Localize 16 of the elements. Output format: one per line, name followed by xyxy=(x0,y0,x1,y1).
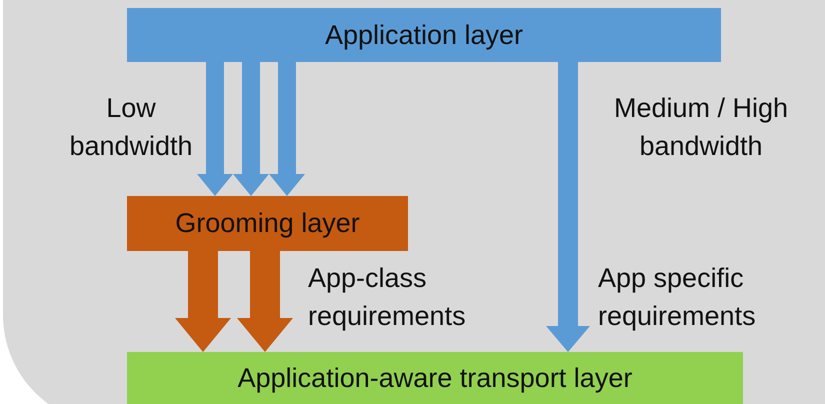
layer-box xyxy=(127,352,743,404)
arrow xyxy=(233,62,269,196)
layer-box xyxy=(127,196,408,251)
arrow xyxy=(546,62,590,352)
arrow xyxy=(197,62,233,196)
arrow xyxy=(237,251,293,352)
flow-label: App specific requirements xyxy=(598,262,757,333)
layer-label: Application-aware transport layer xyxy=(238,362,632,394)
layer-label: Grooming layer xyxy=(175,208,360,239)
layer-label: Application layer xyxy=(324,20,524,50)
flow-label: Low bandwidth xyxy=(68,92,194,163)
flow-label: Medium / High bandwidth xyxy=(612,92,790,163)
flow-label: App-class requirements xyxy=(308,262,467,333)
layer-box xyxy=(127,8,721,62)
arrow xyxy=(269,62,305,196)
arrow xyxy=(175,251,231,352)
